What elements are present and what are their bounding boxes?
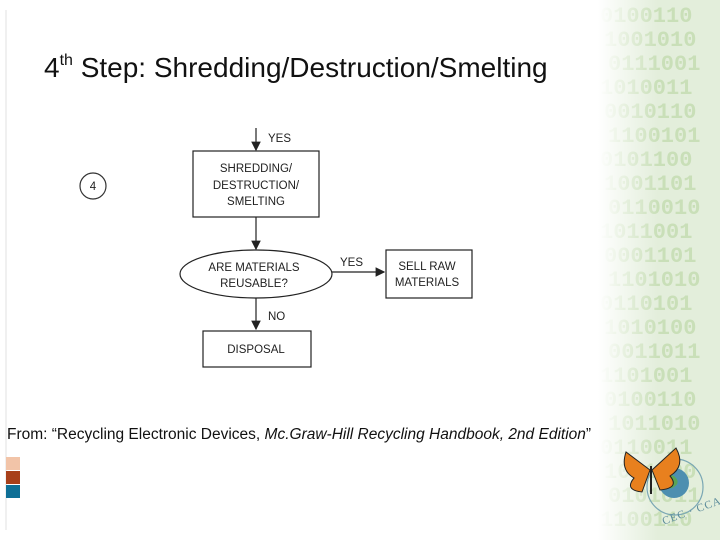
process-box [192, 150, 320, 218]
decision-line-2: REUSABLE? [220, 278, 288, 290]
butterfly-icon [623, 447, 681, 494]
disposal-label: DISPOSAL [227, 344, 285, 356]
swatch-mid [6, 471, 20, 484]
slide-title: 4th Step: Shredding/Destruction/Smelting [44, 52, 548, 84]
disposal-box [202, 330, 312, 368]
yes-label: YES [340, 257, 363, 269]
source-caption: From: “Recycling Electronic Devices, Mc.… [7, 426, 591, 444]
sell-line-2: MATERIALS [395, 277, 460, 289]
process-line-2: DESTRUCTION/ [213, 180, 300, 192]
caption-lead: From: “Recycling Electronic Devices, [7, 426, 265, 443]
decision-line-1: ARE MATERIALS [208, 262, 299, 274]
sell-box [385, 249, 473, 299]
swatch-dark [6, 485, 20, 498]
title-text: Step: Shredding/Destruction/Smelting [72, 52, 548, 83]
caption-end: ” [585, 426, 592, 443]
process-line-3: SMELTING [227, 196, 285, 208]
swatch-light [6, 457, 20, 470]
process-line-1: SHREDDING/ [220, 163, 293, 175]
binary-fade [598, 0, 658, 540]
title-superscript: th [59, 52, 73, 69]
caption-title: Mc.Graw-Hill Recycling Handbook, 2nd Edi… [264, 426, 586, 443]
sell-line-1: SELL RAW [398, 261, 455, 273]
title-number: 4 [44, 52, 60, 83]
no-label: NO [268, 311, 285, 323]
decision-ellipse [179, 249, 333, 299]
step-number-circle [79, 172, 107, 200]
top-yes-label: YES [268, 133, 291, 145]
step-number: 4 [90, 181, 97, 193]
